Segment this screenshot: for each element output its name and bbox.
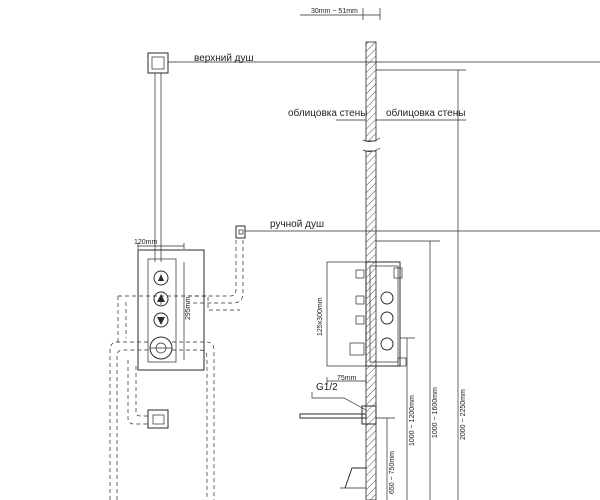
wall-hatch-top (365, 41, 377, 142)
panel-width-label: 120mm (134, 239, 158, 246)
thread-label: G1/2 (316, 382, 338, 393)
height-dimensions: 650 ~ 750mm 1000 ~ 1200mm 1000 ~ 1600mm … (376, 69, 467, 500)
embedded-box (365, 261, 407, 367)
hand-shower-connector (188, 225, 600, 304)
valve-height-label: 1000 ~ 1200mm (409, 395, 416, 446)
valve-panel (137, 249, 205, 371)
overhead-shower-label: верхний душ (194, 53, 254, 64)
wall-thickness-label: 30mm ~ 51mm (311, 8, 358, 15)
valve-overhead (153, 270, 169, 286)
wall-finish-right-label: облицовка стены (386, 107, 465, 119)
valve-spacing-label: 295mm (185, 296, 192, 320)
spout-outlet (147, 409, 169, 429)
overhead-shower-connector (147, 52, 169, 74)
overhead-height-label: 2000 ~ 2250mm (460, 389, 467, 440)
hand-shower-label: ручной душ (270, 219, 324, 230)
front-view: 120mm 295mm (109, 52, 600, 500)
box-size-label: 125x300mm (317, 297, 324, 336)
spout-height-label: 650 ~ 750mm (389, 451, 396, 494)
box-depth-label: 75mm (337, 375, 357, 382)
valve-hand (153, 291, 169, 307)
wall-finish-left-label: облицовка стены (288, 107, 367, 119)
valve-spout (153, 312, 169, 328)
side-view: 30mm ~ 51mm облицовка стены облицовка ст… (288, 8, 467, 500)
hand-shower-height-label: 1000 ~ 1600mm (432, 387, 439, 438)
spout-side: G1/2 (299, 382, 377, 425)
wall-hatch-bottom (365, 150, 377, 500)
thermostat-knob (149, 336, 173, 360)
